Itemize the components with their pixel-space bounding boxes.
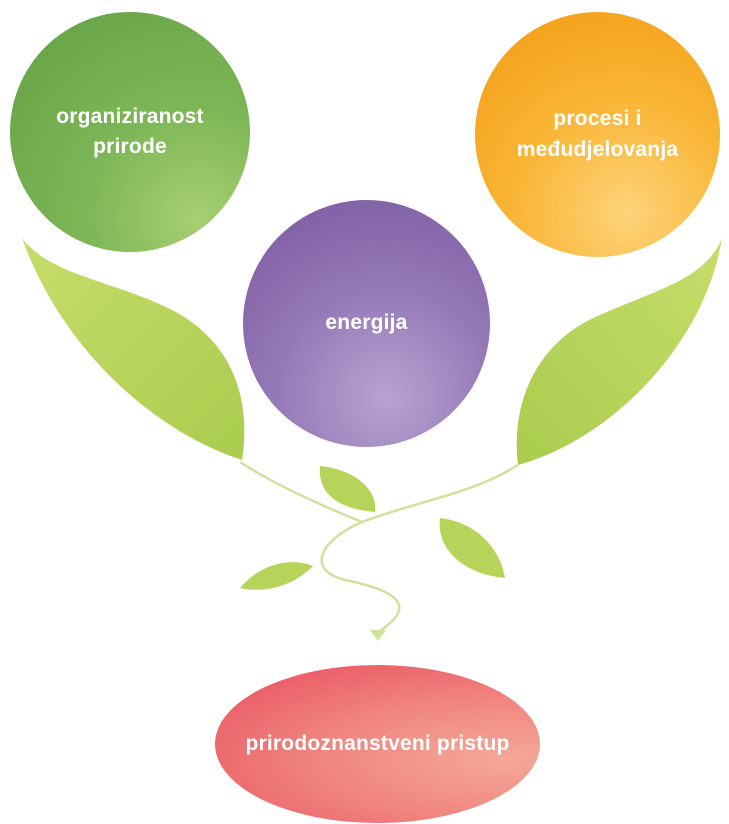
node-label: procesi i međudjelovanja [516,107,679,161]
vine-right [361,463,519,524]
node-organiziranost-prirode: organiziranost prirode [10,12,250,252]
small-leaf-top [319,466,376,512]
small-leaf-right [439,518,505,578]
arrowhead [370,630,386,641]
large-right-leaf [516,238,722,465]
node-label: organiziranost prirode [56,104,204,158]
node-prirodoznanstveni-pristup: prirodoznanstveni pristup [215,665,540,823]
large-left-leaf [22,238,245,460]
node-energija: energija [243,200,490,447]
vine-left [239,460,363,524]
small-leaf-left [240,562,313,590]
node-procesi-i-medudjelovanja: procesi i međudjelovanja [475,12,720,257]
vine-main [320,520,401,634]
node-label: energija [325,311,408,335]
node-label: prirodoznanstveni pristup [245,731,510,755]
